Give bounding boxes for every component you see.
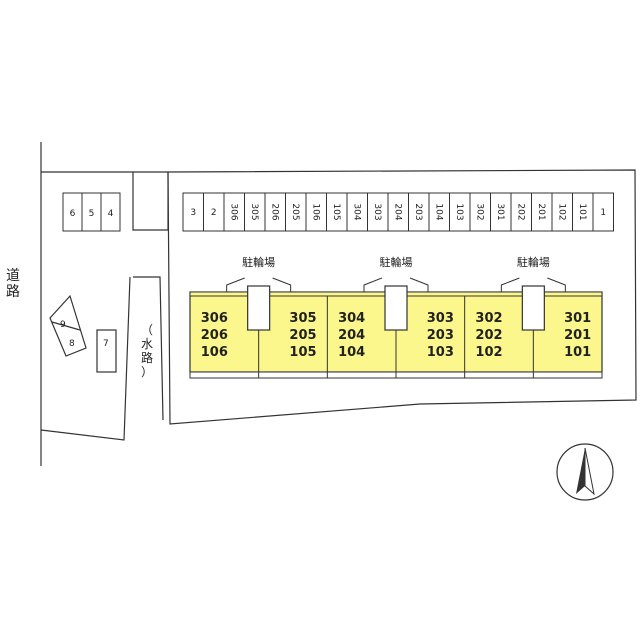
bike-parking-marker <box>547 277 566 292</box>
stall-number: 9 <box>60 320 66 330</box>
stall-number: 103 <box>454 203 464 220</box>
stall-number: 203 <box>413 203 423 220</box>
stall-number: 101 <box>577 203 587 220</box>
unit-number: 203 <box>427 328 454 343</box>
waterway-label: （水路） <box>141 323 153 379</box>
stall-number: 204 <box>392 203 402 220</box>
unit-number: 105 <box>289 345 316 360</box>
side-stalls: 9 8 7 <box>49 294 117 373</box>
unit-number: 302 <box>475 311 502 326</box>
stall-number: 104 <box>433 203 443 220</box>
stall-number: 201 <box>536 203 546 220</box>
side-stall-9 <box>49 294 87 357</box>
stairwell <box>247 285 271 331</box>
stall-number: 306 <box>228 203 238 220</box>
unit-number: 305 <box>289 311 316 326</box>
stall-number: 303 <box>372 203 382 220</box>
stall-number: 105 <box>331 203 341 220</box>
road-label: 道路 <box>6 268 20 300</box>
stall-number: 4 <box>108 209 114 219</box>
bike-parking-marker <box>500 277 520 292</box>
bicycle-parking-label: 駐輪場 <box>380 255 413 269</box>
stall-number: 8 <box>69 339 75 349</box>
stall-number: 1 <box>600 208 606 218</box>
bike-parking-marker <box>363 277 383 292</box>
bicycle-parking-label: 駐輪場 <box>517 255 550 269</box>
unit-number: 106 <box>201 345 228 360</box>
bike-parking-marker <box>226 277 245 292</box>
main-lot-outline <box>167 169 637 425</box>
parking-stall <box>100 192 121 232</box>
stall-number: 6 <box>70 209 76 219</box>
unit-number: 306 <box>201 311 228 326</box>
bicycle-parking-group: 駐輪場 駐輪場 駐輪場 <box>226 255 566 331</box>
stall-number: 3 <box>190 208 196 218</box>
bike-parking-marker <box>409 277 429 292</box>
stall-number: 106 <box>310 203 320 220</box>
stairwell <box>521 285 545 331</box>
stall-number: 301 <box>495 203 505 220</box>
stall-number: 304 <box>351 203 361 220</box>
unit-number: 103 <box>427 345 454 360</box>
stall-number: 5 <box>89 209 95 219</box>
bicycle-parking-label: 駐輪場 <box>242 255 275 269</box>
stall-number: 305 <box>249 203 259 220</box>
unit-number: 206 <box>201 328 228 343</box>
unit-number: 202 <box>475 328 502 343</box>
side-stall-7 <box>96 329 117 373</box>
left-lot-outline <box>41 171 169 231</box>
unit-number: 204 <box>338 328 365 343</box>
parking-top-group: 3 2 306 305 206 205 106 105 304 303 204 203 104 103 30… <box>182 192 614 232</box>
left-lot-bottom <box>40 276 131 441</box>
parking-left-group: 6 5 4 <box>62 192 121 232</box>
unit-number: 101 <box>564 345 591 360</box>
unit-number: 301 <box>564 311 591 326</box>
unit-number: 102 <box>475 345 502 360</box>
unit-number: 304 <box>338 311 365 326</box>
unit-number: 201 <box>564 328 591 343</box>
stall-number: 205 <box>290 203 300 220</box>
side-stall-divider <box>51 321 81 331</box>
waterway-strip <box>133 276 164 421</box>
north-arrow-icon <box>556 443 614 501</box>
unit-number: 104 <box>338 345 365 360</box>
unit-number: 205 <box>289 328 316 343</box>
stall-number: 102 <box>556 203 566 220</box>
stall-number: 302 <box>474 203 484 220</box>
parking-stall <box>592 192 614 232</box>
stall-number: 202 <box>515 203 525 220</box>
stall-number: 2 <box>211 208 217 218</box>
stall-number: 7 <box>103 339 109 349</box>
stall-number: 206 <box>269 203 279 220</box>
bike-parking-marker <box>272 277 292 292</box>
stairwell <box>384 285 408 331</box>
unit-number: 303 <box>427 311 454 326</box>
unit-group: 306 206 106 305 205 105 304 204 104 303 203 103 302 2… <box>201 296 591 378</box>
